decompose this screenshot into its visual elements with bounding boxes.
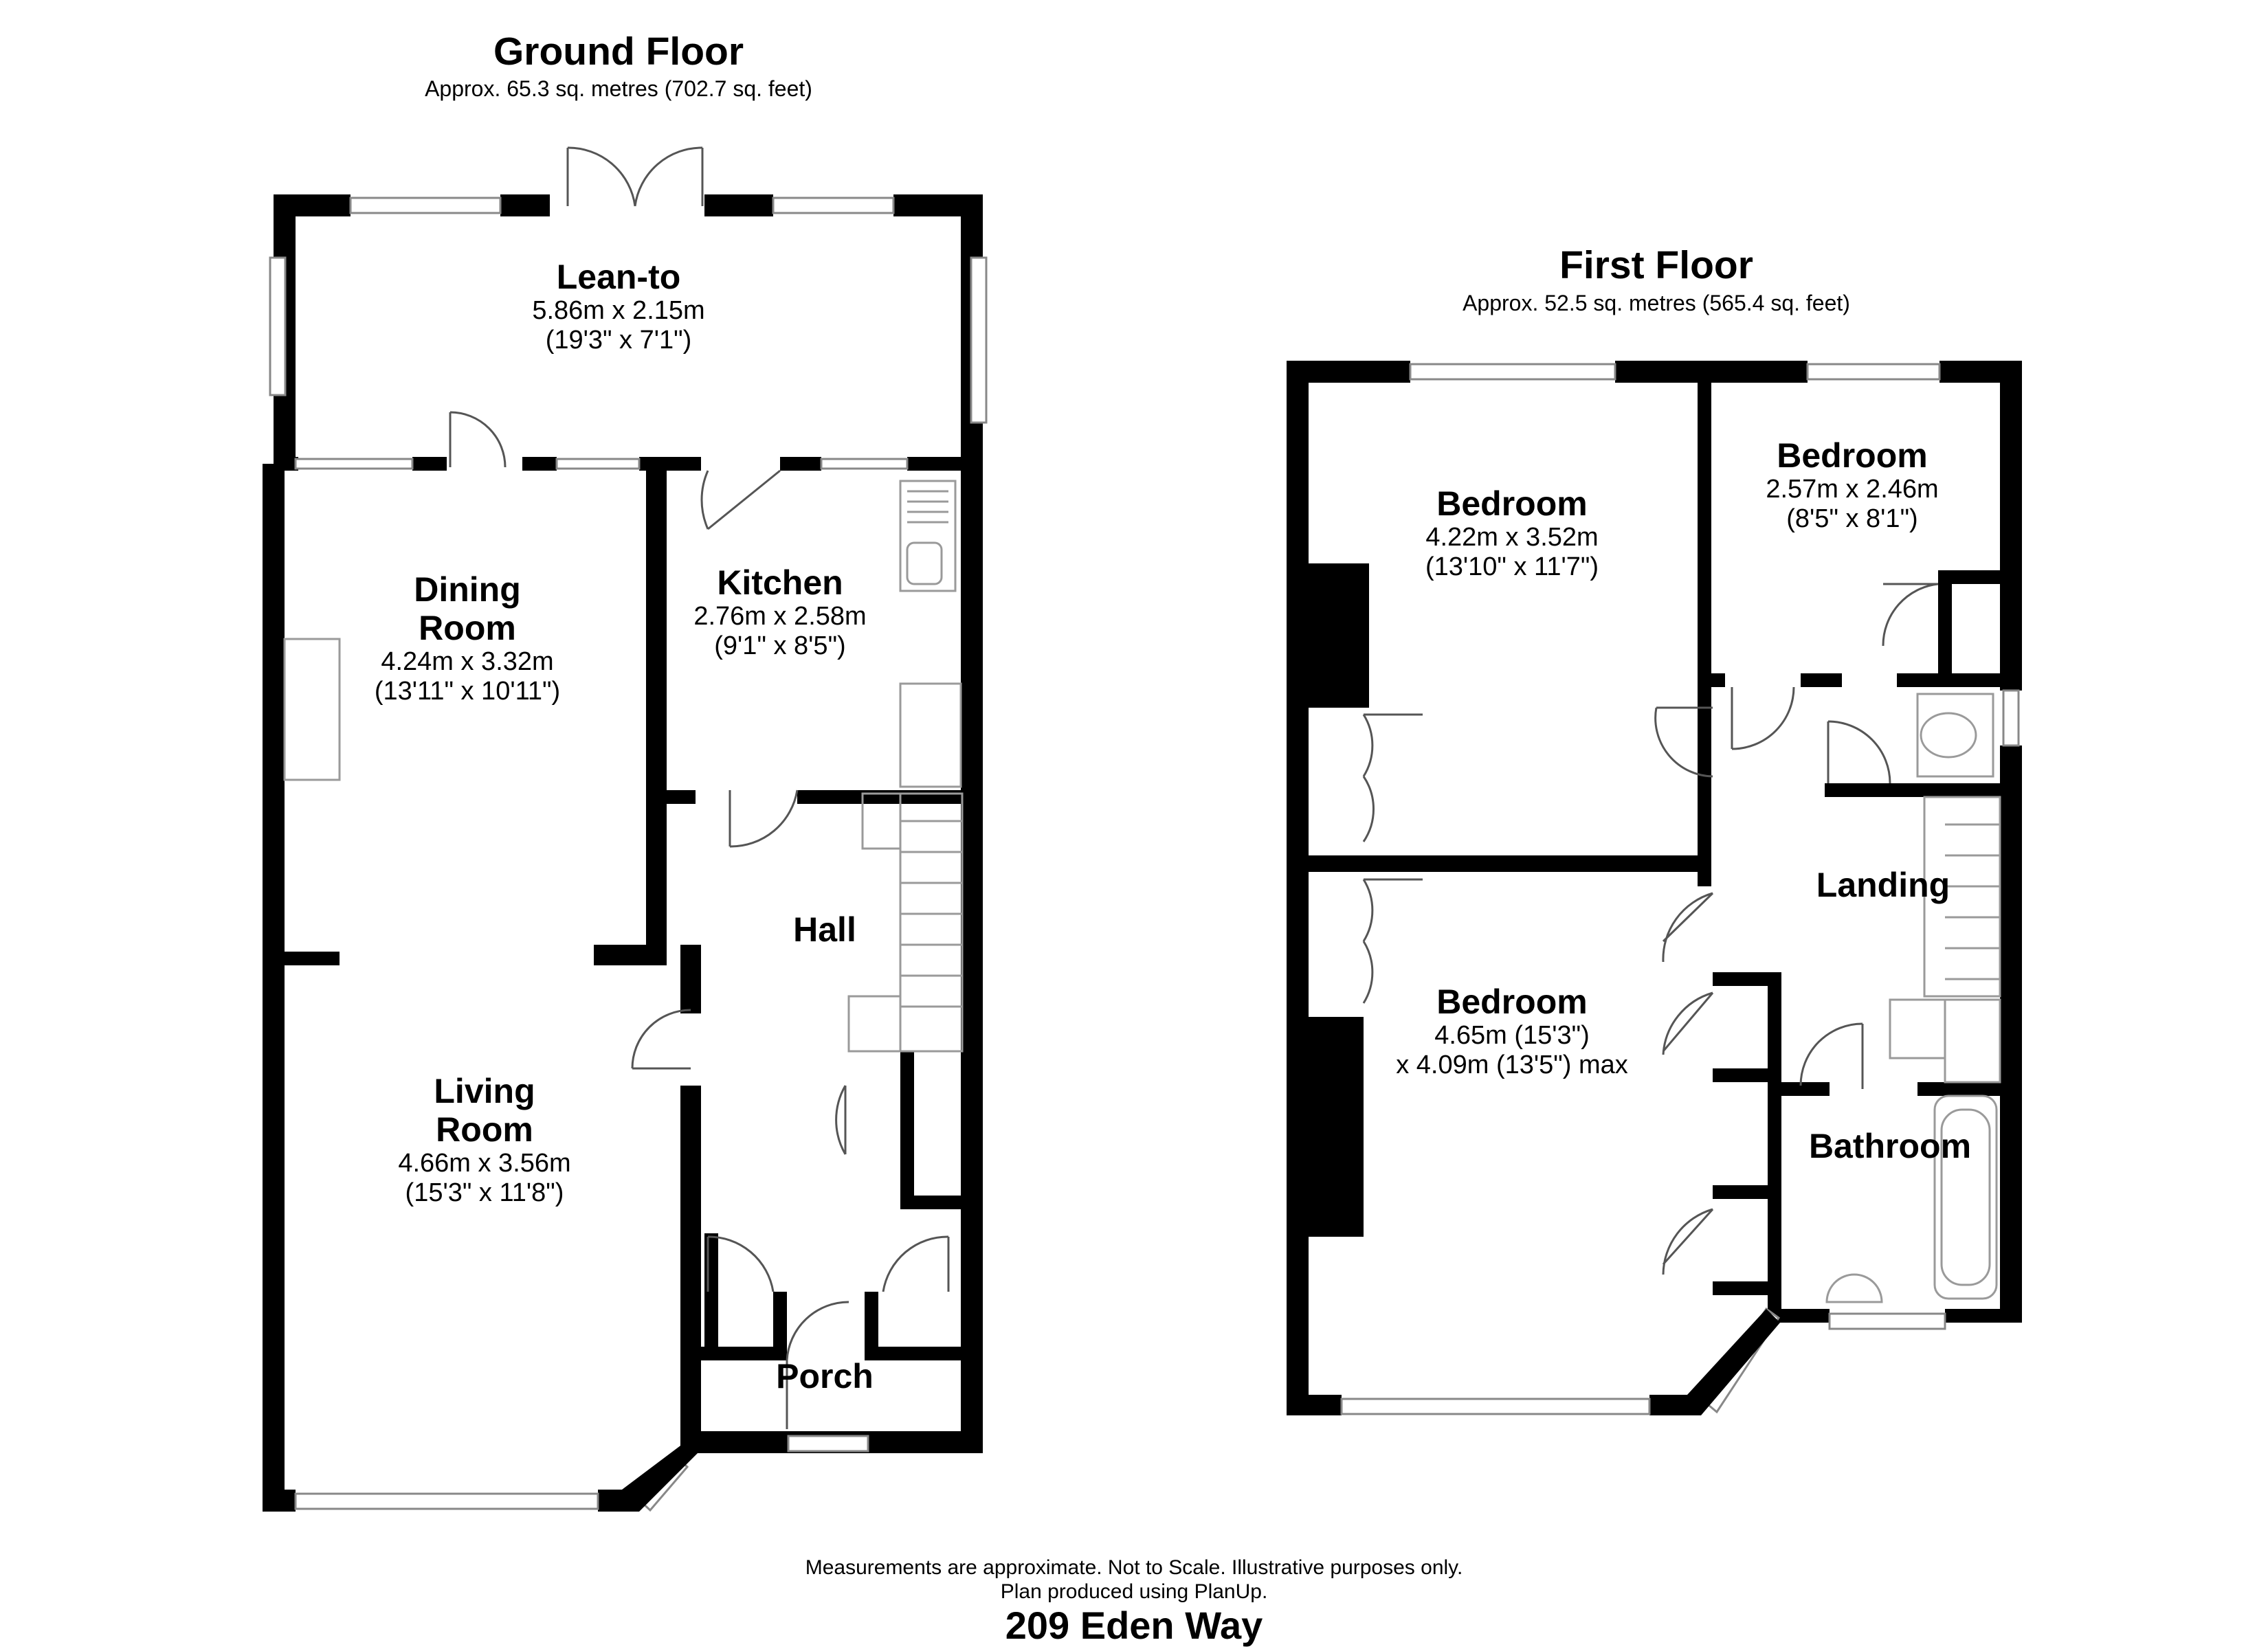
room-bedroom-1: Bedroom 4.22m x 3.52m (13'10" x 11'7") [1368, 484, 1656, 581]
room-dimensions: 2.57m x 2.46m [1766, 475, 1939, 504]
room-dimensions-imperial: (13'10" x 11'7") [1425, 552, 1599, 581]
lean-to-windows [269, 197, 988, 424]
ground-floor-area: Approx. 65.3 sq. metres (702.7 sq. feet) [425, 76, 812, 101]
bath-icon [1933, 1095, 1998, 1300]
ground-floor-fixtures [283, 480, 964, 1053]
room-dimensions-imperial: (19'3" x 7'1") [545, 325, 692, 355]
ground-floor-walls [263, 457, 983, 1512]
room-dimensions: 2.76m x 2.58m [693, 602, 867, 631]
lean-to-french-doors [566, 146, 704, 207]
room-name-line2: Room [419, 609, 516, 647]
room-dimensions: 5.86m x 2.15m [532, 296, 705, 325]
room-dimensions-alt: x 4.09m (13'5") max [1396, 1050, 1628, 1079]
room-name: Hall [793, 910, 856, 949]
room-name: Living [434, 1072, 535, 1110]
disclaimer-text: Measurements are approximate. Not to Sca… [805, 1556, 1463, 1579]
bay-wall [622, 1431, 708, 1512]
sink-icon [899, 480, 957, 592]
room-name: Bedroom [1436, 484, 1588, 523]
room-name: Bedroom [1436, 983, 1588, 1021]
room-dimensions-imperial: (15'3" x 11'8") [405, 1178, 564, 1207]
fireplace-icon [283, 638, 341, 781]
staircase-icon [1923, 796, 2001, 998]
room-name: Landing [1816, 866, 1950, 904]
staircase-icon [899, 792, 964, 1053]
toilet-icon [1916, 693, 1994, 778]
room-dimensions-imperial: (9'1" x 8'5") [714, 631, 846, 660]
room-dimensions: 4.66m x 3.56m [398, 1149, 571, 1178]
room-dimensions: 4.24m x 3.32m [381, 647, 554, 676]
first-floor-doors [1362, 583, 1939, 1275]
ground-floor-plan [263, 146, 988, 1512]
room-hall: Hall [756, 910, 893, 949]
room-dimensions-imperial: (13'11" x 10'11") [374, 676, 561, 706]
room-name: Kitchen [717, 563, 843, 602]
room-living-room: Living Room 4.66m x 3.56m (15'3" x 11'8"… [330, 1072, 639, 1207]
room-bathroom: Bathroom [1787, 1127, 1993, 1165]
room-dimensions: 4.65m (15'3") [1434, 1021, 1590, 1050]
room-lean-to: Lean-to 5.86m x 2.15m (19'3" x 7'1") [481, 258, 756, 355]
room-name: Dining [414, 570, 521, 609]
room-name-line2: Room [436, 1110, 533, 1149]
room-bedroom-3: Bedroom 4.65m (15'3") x 4.09m (13'5") ma… [1368, 983, 1656, 1079]
property-address: 209 Eden Way [1005, 1604, 1263, 1647]
first-floor-fixtures [1825, 693, 2001, 1303]
ground-floor-doors [449, 411, 950, 1429]
room-dining-room: Dining Room 4.24m x 3.32m (13'11" x 10'1… [330, 570, 605, 706]
first-floor-title: First Floor [1559, 243, 1753, 287]
credit-text: Plan produced using PlanUp. [1000, 1580, 1268, 1603]
room-porch: Porch [756, 1357, 893, 1395]
room-kitchen: Kitchen 2.76m x 2.58m (9'1" x 8'5") [667, 563, 893, 660]
bay-wall-first [1687, 1309, 1780, 1415]
basin-icon [1825, 1273, 1883, 1303]
room-dimensions: 4.22m x 3.52m [1425, 523, 1599, 552]
first-floor-walls [1287, 361, 2022, 1415]
room-name: Porch [776, 1357, 874, 1395]
first-floor-area: Approx. 52.5 sq. metres (565.4 sq. feet) [1463, 291, 1850, 315]
first-floor-plan [1287, 361, 2022, 1415]
room-name: Bedroom [1777, 436, 1928, 475]
room-name: Lean-to [556, 258, 681, 296]
room-name: Bathroom [1808, 1127, 1972, 1165]
room-landing: Landing [1787, 866, 1979, 904]
ground-floor-title: Ground Floor [493, 30, 744, 74]
room-bedroom-2: Bedroom 2.57m x 2.46m (8'5" x 8'1") [1732, 436, 1972, 533]
room-dimensions-imperial: (8'5" x 8'1") [1786, 504, 1918, 533]
